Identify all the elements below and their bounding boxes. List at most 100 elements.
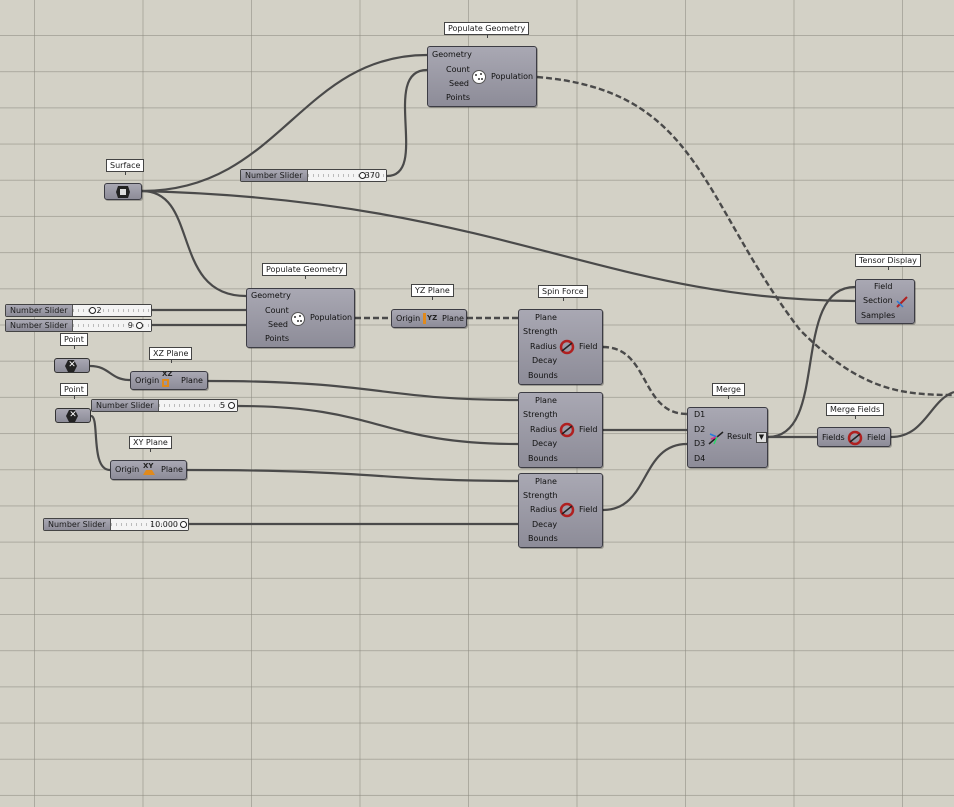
surface-icon: [116, 186, 130, 198]
output-field[interactable]: Field: [579, 425, 598, 434]
input-origin[interactable]: Origin: [396, 314, 421, 323]
merge-component[interactable]: D1 D2 D3 D4 Result ▼: [687, 407, 768, 468]
input-geometry[interactable]: Geometry: [251, 291, 291, 300]
input-d4[interactable]: D4: [694, 454, 706, 463]
slider-knob[interactable]: [228, 402, 235, 409]
wire: [89, 364, 131, 382]
output-population[interactable]: Population: [491, 72, 534, 81]
output-plane[interactable]: Plane: [442, 314, 464, 323]
xy-plane-component[interactable]: Origin XY Plane: [110, 460, 187, 480]
slider-track[interactable]: 10.000: [110, 519, 188, 530]
surface-param[interactable]: [104, 183, 142, 200]
output-plane[interactable]: Plane: [181, 376, 203, 385]
output-plane[interactable]: Plane: [161, 465, 183, 474]
point-icon: [66, 410, 78, 422]
slider-knob[interactable]: [359, 172, 366, 179]
input-radius[interactable]: Radius: [530, 425, 557, 434]
slider-knob[interactable]: [180, 521, 187, 528]
input-points[interactable]: Points: [265, 334, 290, 343]
input-strength[interactable]: Strength: [523, 491, 558, 500]
number-slider-5[interactable]: Number Slider 5: [91, 399, 238, 412]
input-bounds[interactable]: Bounds: [528, 371, 558, 380]
spin-force-component[interactable]: Plane Strength Radius Decay Bounds Field: [518, 473, 603, 548]
point-icon: [65, 360, 77, 372]
input-count[interactable]: Count: [265, 306, 289, 315]
wire: [602, 442, 688, 512]
number-slider-9[interactable]: Number Slider 9: [5, 319, 152, 332]
input-seed[interactable]: Seed: [268, 320, 288, 329]
spin-force-icon: [559, 339, 575, 355]
input-radius[interactable]: Radius: [530, 505, 557, 514]
input-decay[interactable]: Decay: [532, 520, 558, 529]
slider-knob[interactable]: [136, 322, 143, 329]
tensor-display-tag: Tensor Display: [855, 254, 921, 270]
populate-geometry-component[interactable]: Geometry Count Seed Points Population: [427, 46, 537, 107]
output-field[interactable]: Field: [579, 505, 598, 514]
wire: [186, 468, 519, 483]
slider-track[interactable]: 5: [158, 400, 237, 411]
output-field[interactable]: Field: [867, 433, 886, 442]
yz-plane-tag: YZ Plane: [411, 284, 454, 300]
xz-plane-tag: XZ Plane: [149, 347, 193, 363]
input-strength[interactable]: Strength: [523, 410, 558, 419]
input-seed[interactable]: Seed: [449, 79, 469, 88]
slider-track[interactable]: 2: [72, 305, 151, 316]
spin-force-component[interactable]: Plane Strength Radius Decay Bounds Field: [518, 392, 603, 468]
input-fields[interactable]: Fields: [822, 433, 845, 442]
yz-plane-component[interactable]: Origin YZ Plane: [391, 309, 467, 328]
slider-value: 5: [219, 401, 225, 410]
tensor-display-icon: [896, 296, 908, 308]
output-population[interactable]: Population: [310, 313, 353, 322]
wire: [386, 68, 428, 178]
output-result[interactable]: Result: [727, 432, 752, 441]
wire: [141, 189, 856, 303]
input-bounds[interactable]: Bounds: [528, 454, 558, 463]
input-bounds[interactable]: Bounds: [528, 534, 558, 543]
point-param[interactable]: ✕: [55, 408, 91, 423]
populate-geometry-tag: Populate Geometry: [262, 263, 348, 279]
slider-value: 9: [127, 321, 133, 330]
input-d1[interactable]: D1: [694, 410, 706, 419]
input-decay[interactable]: Decay: [532, 439, 558, 448]
arrow-down-icon[interactable]: ▼: [756, 432, 767, 443]
input-d2[interactable]: D2: [694, 425, 706, 434]
populate-icon: [472, 70, 486, 84]
input-radius[interactable]: Radius: [530, 342, 557, 351]
slider-label: Number Slider: [6, 320, 73, 331]
output-field[interactable]: Field: [579, 342, 598, 351]
slider-knob[interactable]: [88, 307, 96, 314]
input-points[interactable]: Points: [446, 93, 471, 102]
merge-fields-component[interactable]: Fields Field: [817, 427, 891, 447]
xz-icon-label: XZ: [162, 370, 173, 378]
input-plane[interactable]: Plane: [535, 477, 557, 486]
xz-plane-component[interactable]: Origin XZ Plane: [130, 370, 208, 390]
input-plane[interactable]: Plane: [535, 396, 557, 405]
spin-force-component[interactable]: Plane Strength Radius Decay Bounds Field: [518, 309, 603, 385]
number-slider-2[interactable]: Number Slider 2: [5, 304, 152, 317]
wire: [141, 189, 247, 298]
slider-track[interactable]: 9: [72, 320, 151, 331]
input-origin[interactable]: Origin: [135, 376, 160, 385]
xy-plane-tag: XY Plane: [129, 436, 172, 452]
input-samples[interactable]: Samples: [861, 311, 896, 320]
input-field[interactable]: Field: [874, 282, 893, 291]
input-d3[interactable]: D3: [694, 439, 706, 448]
tensor-display-component[interactable]: Field Section Samples: [855, 279, 915, 324]
number-slider-10[interactable]: Number Slider 10.000: [43, 518, 189, 531]
slider-label: Number Slider: [92, 400, 159, 411]
wire: [237, 404, 519, 446]
number-slider-370[interactable]: Number Slider 370: [240, 169, 387, 182]
point-param[interactable]: ✕: [54, 358, 90, 373]
input-plane[interactable]: Plane: [535, 313, 557, 322]
slider-track[interactable]: 370: [307, 170, 386, 181]
input-section[interactable]: Section: [863, 296, 893, 305]
input-geometry[interactable]: Geometry: [432, 50, 472, 59]
populate-geometry-component[interactable]: Geometry Count Seed Points Population: [246, 288, 355, 348]
input-decay[interactable]: Decay: [532, 356, 558, 365]
input-strength[interactable]: Strength: [523, 327, 558, 336]
input-origin[interactable]: Origin: [115, 465, 140, 474]
input-count[interactable]: Count: [446, 65, 470, 74]
wire: [141, 53, 428, 193]
xz-plane-icon: XZ: [162, 370, 172, 387]
